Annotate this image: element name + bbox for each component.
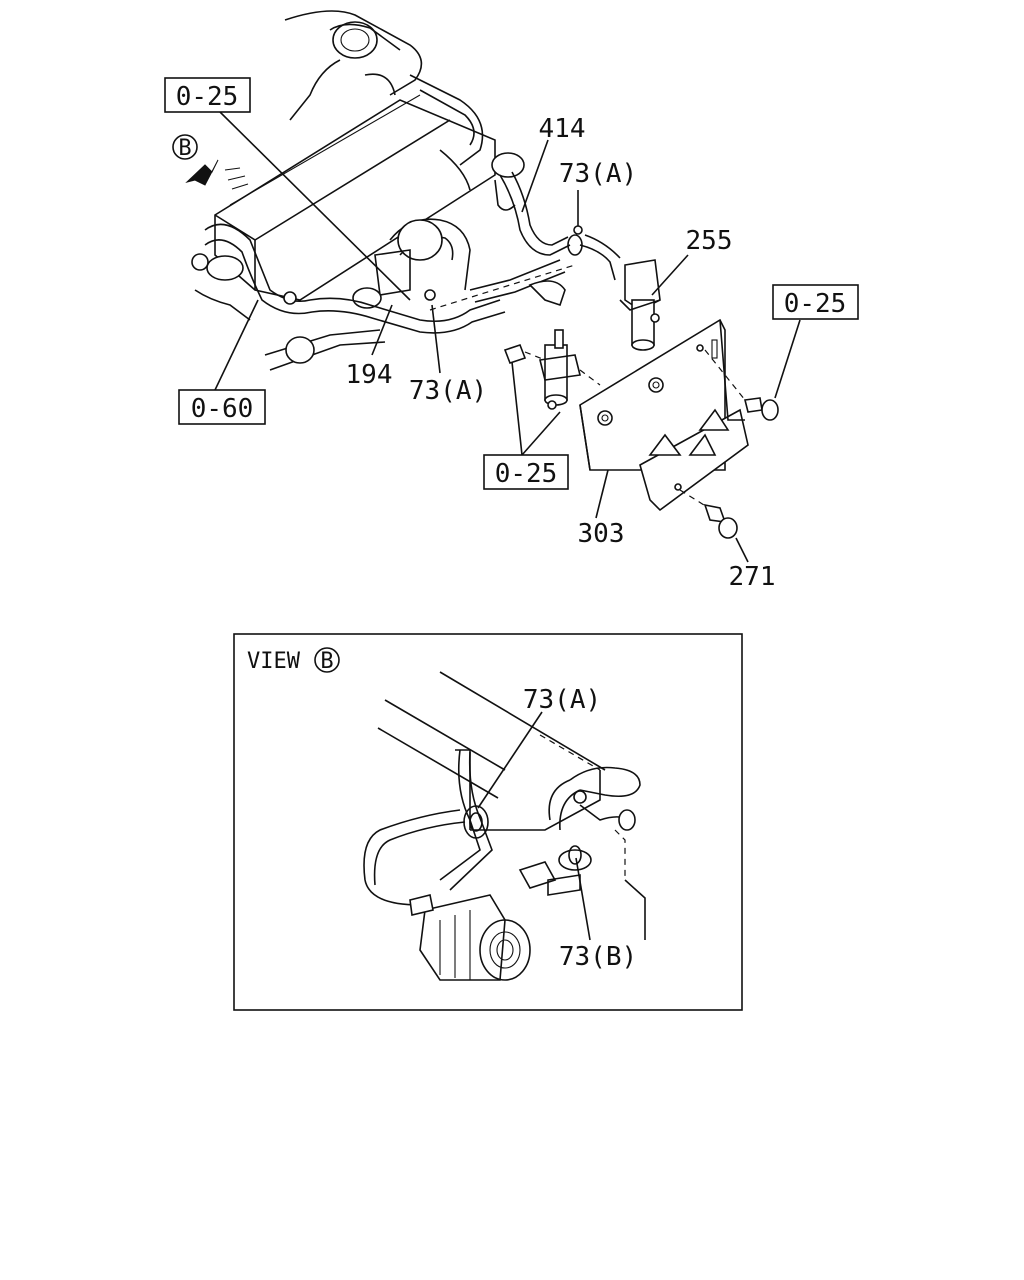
view-b-marker-label: B — [178, 136, 191, 161]
bolt-right — [704, 349, 779, 421]
view-b-marker: B — [172, 134, 249, 190]
ref-box-top-left: 0-25 — [164, 77, 251, 113]
ref-right-label: 0-25 — [784, 289, 847, 319]
part-271-label: 271 — [729, 562, 776, 592]
part-194-label: 194 — [346, 360, 393, 390]
callout-leaders — [214, 111, 801, 563]
bolt-271 — [679, 489, 738, 539]
ref-box-right: 0-25 — [772, 284, 859, 320]
bracket-303 — [579, 318, 749, 512]
inset-title-marker: B — [320, 649, 333, 674]
part-414-label: 414 — [539, 114, 586, 144]
view-b-inset: VIEW B — [233, 633, 743, 1011]
ref-center-label: 0-25 — [495, 459, 558, 489]
ref-bottom-left-label: 0-60 — [191, 394, 254, 424]
inset-engine-drawing — [363, 671, 646, 981]
view-direction-arrow-icon — [185, 159, 219, 186]
part-73a-mid-label: 73(A) — [409, 376, 487, 406]
inset-part-73a-label: 73(A) — [523, 685, 601, 715]
engine-assembly-drawing — [191, 10, 661, 410]
ref-box-center: 0-25 — [483, 454, 569, 490]
ref-top-left-label: 0-25 — [176, 82, 239, 112]
part-303-label: 303 — [578, 519, 625, 549]
inset-title: VIEW — [247, 649, 301, 674]
part-73a-top-label: 73(A) — [559, 159, 637, 189]
part-255-label: 255 — [686, 226, 733, 256]
ref-box-bottom-left: 0-60 — [178, 389, 266, 425]
inset-part-73b-label: 73(B) — [559, 942, 637, 972]
